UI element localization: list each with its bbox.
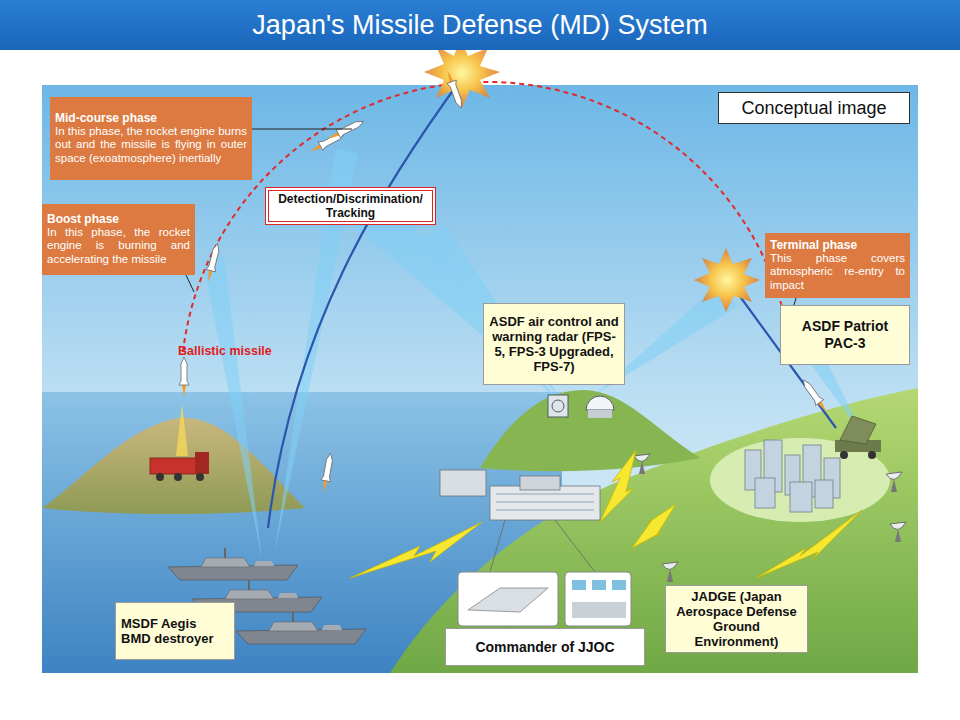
box-heading: JADGE (Japan Aerospace Defense Ground En…	[671, 589, 802, 649]
console	[572, 602, 626, 618]
building	[755, 478, 775, 508]
interceptor-path	[268, 78, 462, 528]
radar-hill	[480, 390, 700, 471]
radar-beam	[203, 256, 262, 560]
sky	[42, 85, 918, 673]
ballistic-missile-icon	[443, 69, 466, 110]
lightning-bolt	[756, 510, 862, 578]
screen	[612, 580, 626, 590]
box-heading: Terminal phase	[770, 238, 905, 252]
screen	[572, 580, 586, 590]
patriot-launcher	[835, 416, 881, 459]
radar-base	[588, 410, 612, 418]
room-thumbnail	[565, 572, 631, 626]
truck-cab	[195, 452, 209, 474]
launcher-canisters	[840, 416, 876, 444]
interceptor-missile-icon	[799, 377, 831, 415]
room-thumbnail	[458, 572, 558, 626]
title-banner: Japan's Missile Defense (MD) System	[0, 0, 960, 50]
antenna-dish	[634, 454, 650, 474]
box-heading: ASDF Patriot PAC-3	[786, 318, 904, 352]
wheel	[868, 451, 876, 459]
destroyer-ship	[168, 548, 298, 580]
box-body: In this phase, the rocket engine burns o…	[55, 125, 247, 166]
radar-site	[548, 395, 614, 418]
room-drawing	[468, 588, 548, 612]
building	[440, 470, 486, 496]
leader-line	[490, 520, 595, 572]
truck-body	[150, 458, 202, 474]
wheel	[840, 451, 848, 459]
antenna-dish	[890, 522, 906, 542]
phase-callout: Terminal phaseThis phase covers atmosphe…	[765, 233, 910, 298]
note-box: Conceptual image	[718, 92, 910, 124]
destroyer-ship	[236, 612, 366, 644]
launch-flame	[176, 404, 188, 456]
command-center	[440, 470, 631, 626]
box-heading: Boost phase	[47, 212, 190, 226]
phase-callout: Boost phaseIn this phase, the rocket eng…	[42, 204, 195, 275]
phase-callout: Mid-course phaseIn this phase, the rocke…	[50, 97, 252, 180]
box-heading: Commander of JJOC	[451, 640, 639, 655]
launch-island	[42, 418, 305, 514]
system-label-box: MSDF Aegis BMD destroyer	[115, 602, 235, 660]
function-box: Detection/Discrimination/ Tracking	[265, 187, 436, 225]
system-label-box: ASDF Patriot PAC-3	[780, 305, 910, 365]
box-body: This phase covers atmospheric re-entry t…	[770, 252, 905, 293]
lightning-bolt	[600, 450, 636, 522]
intercept-explosion	[694, 248, 760, 312]
ballistic-missile-icon	[179, 357, 189, 397]
box-heading: Mid-course phase	[55, 111, 247, 125]
building	[490, 486, 600, 520]
trajectory-label: Ballistic missile	[178, 344, 272, 358]
ballistic-missile-icon	[203, 242, 222, 283]
system-label-box: ASDF air control and warning radar (FPS-…	[483, 303, 625, 385]
leader-line	[186, 275, 194, 292]
building	[790, 482, 812, 512]
lightning-bolt	[632, 504, 676, 548]
window-rows	[496, 494, 594, 510]
radar-dome	[586, 396, 614, 410]
ballistic-missile-icon	[325, 117, 365, 144]
building	[815, 480, 833, 508]
screen	[592, 580, 606, 590]
radar-panel	[548, 395, 568, 417]
box-heading: MSDF Aegis BMD destroyer	[121, 616, 229, 646]
radar-beams	[203, 148, 866, 560]
building	[520, 476, 560, 490]
wheel	[156, 473, 164, 481]
box-heading: Conceptual image	[719, 98, 909, 119]
city-buildings	[745, 440, 840, 512]
leader-line	[252, 129, 352, 130]
radar-panel-ring	[552, 400, 564, 412]
box-heading: Detection/Discrimination/ Tracking	[272, 192, 429, 220]
launcher-truck	[150, 404, 209, 481]
system-label-box: JADGE (Japan Aerospace Defense Ground En…	[665, 585, 808, 653]
wheel	[196, 473, 204, 481]
lightning-bolt	[350, 522, 482, 578]
interceptor-missile-icon	[319, 452, 336, 493]
city-ground	[710, 438, 890, 522]
wheel	[174, 473, 182, 481]
box-heading: ASDF air control and warning radar (FPS-…	[489, 314, 619, 374]
data-links	[350, 450, 862, 578]
system-label-box: Commander of JJOC	[445, 628, 645, 666]
box-body: In this phase, the rocket engine is burn…	[47, 226, 190, 267]
antenna-dish	[662, 562, 678, 582]
antenna-dish	[886, 472, 902, 492]
